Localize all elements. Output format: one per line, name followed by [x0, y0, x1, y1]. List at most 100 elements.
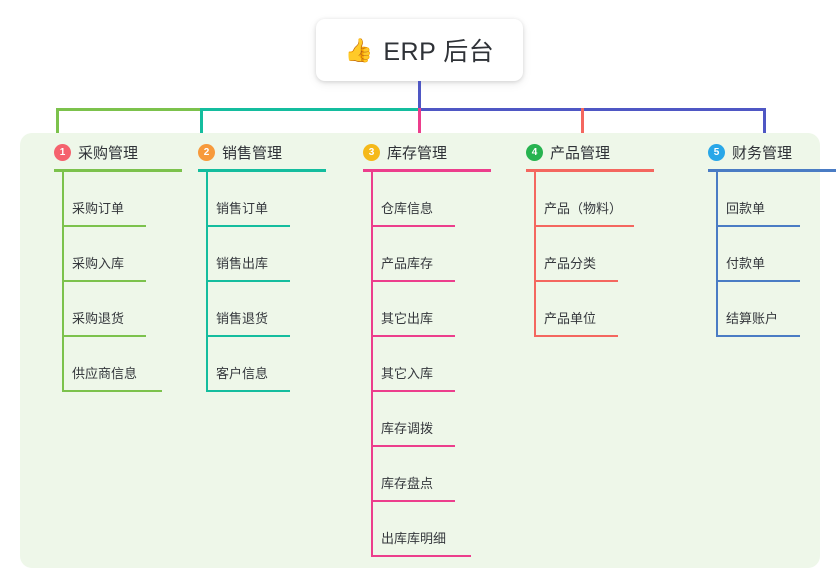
module-item-label: 产品（物料）: [544, 201, 623, 216]
module-item[interactable]: 库存调拨: [345, 392, 505, 447]
module-item-list: 仓库信息产品库存其它出库其它入库库存调拨库存盘点出库库明细: [345, 172, 505, 557]
module-item-label: 其它出库: [381, 311, 434, 326]
module-item[interactable]: 回款单: [690, 172, 839, 227]
module-item[interactable]: 其它入库: [345, 337, 505, 392]
module-item-rule: [62, 225, 146, 227]
module-item-rule: [534, 225, 634, 227]
module-index-badge: 2: [198, 144, 215, 161]
module-spine: [534, 172, 536, 337]
module-item-rule: [371, 225, 455, 227]
module-item-label: 库存盘点: [381, 476, 434, 491]
module-title: 产品管理: [550, 145, 611, 162]
module-title: 财务管理: [732, 145, 793, 162]
module-item-label: 采购入库: [72, 256, 125, 271]
module-item[interactable]: 产品分类: [508, 227, 668, 282]
module-item-list: 销售订单销售出库销售退货客户信息: [180, 172, 340, 392]
module-item[interactable]: 销售订单: [180, 172, 340, 227]
module-item-rule: [206, 280, 290, 282]
module-header[interactable]: 5 财务管理: [690, 133, 839, 172]
module-item-rule: [716, 335, 800, 337]
module-item-rule: [371, 390, 455, 392]
module-item[interactable]: 出库库明细: [345, 502, 505, 557]
module-item-label: 采购退货: [72, 311, 125, 326]
module-item-label: 销售订单: [216, 201, 269, 216]
module-item-rule: [716, 280, 800, 282]
connector-drop-3: [418, 108, 421, 138]
connector-bus-green: [56, 108, 202, 111]
module-item-label: 其它入库: [381, 366, 434, 381]
module-index-badge: 1: [54, 144, 71, 161]
module-spine: [206, 172, 208, 392]
module-item[interactable]: 付款单: [690, 227, 839, 282]
module-item[interactable]: 销售退货: [180, 282, 340, 337]
page-title: ERP 后台: [383, 38, 495, 66]
module-item-rule: [716, 225, 800, 227]
module-item-list: 回款单付款单结算账户: [690, 172, 839, 337]
module-header-rule: [54, 169, 182, 172]
module-item-rule: [371, 555, 471, 557]
connector-bus-blue: [418, 108, 766, 111]
module-item[interactable]: 其它出库: [345, 282, 505, 337]
thumbs-up-icon: 👍: [344, 36, 374, 63]
module-item-rule: [371, 280, 455, 282]
module-index-badge: 4: [526, 144, 543, 161]
module-item-label: 产品库存: [381, 256, 434, 271]
module-title: 销售管理: [222, 145, 283, 162]
module-header[interactable]: 2 销售管理: [180, 133, 340, 172]
module-item-rule: [206, 390, 290, 392]
module-item[interactable]: 采购入库: [36, 227, 196, 282]
module-item[interactable]: 产品（物料）: [508, 172, 668, 227]
module-header-rule: [198, 169, 326, 172]
module-item[interactable]: 库存盘点: [345, 447, 505, 502]
module-item-rule: [62, 390, 162, 392]
module-item[interactable]: 结算账户: [690, 282, 839, 337]
connector-drop-2: [200, 108, 203, 138]
module-item-rule: [371, 335, 455, 337]
module-item[interactable]: 产品库存: [345, 227, 505, 282]
module-item-rule: [62, 335, 146, 337]
module-item[interactable]: 产品单位: [508, 282, 668, 337]
module-item[interactable]: 采购退货: [36, 282, 196, 337]
module-item-label: 销售出库: [216, 256, 269, 271]
module-item-list: 采购订单采购入库采购退货供应商信息: [36, 172, 196, 392]
module-item-list: 产品（物料） 产品分类产品单位: [508, 172, 668, 337]
module-item-label: 结算账户: [726, 311, 779, 326]
module-item-rule: [206, 335, 290, 337]
connector-bus-teal: [200, 108, 420, 111]
connector-drop-5: [763, 108, 766, 138]
module-column: 2 销售管理销售订单销售出库销售退货客户信息: [180, 133, 340, 392]
module-item-label: 销售退货: [216, 311, 269, 326]
module-item-label: 供应商信息: [72, 366, 138, 381]
module-item[interactable]: 销售出库: [180, 227, 340, 282]
module-column: 5 财务管理回款单付款单结算账户: [690, 133, 839, 337]
module-item[interactable]: 供应商信息: [36, 337, 196, 392]
root-node-card[interactable]: 👍 ERP 后台: [316, 19, 523, 81]
root-connector-stem: [418, 81, 421, 110]
module-item-label: 回款单: [726, 201, 766, 216]
root-node-content: 👍 ERP 后台: [345, 32, 495, 68]
module-item[interactable]: 客户信息: [180, 337, 340, 392]
module-item-rule: [371, 445, 455, 447]
connector-drop-1: [56, 108, 59, 138]
module-spine: [371, 172, 373, 557]
module-item-rule: [371, 500, 455, 502]
module-item-rule: [534, 280, 618, 282]
module-header[interactable]: 4 产品管理: [508, 133, 668, 172]
connector-drop-4: [581, 108, 584, 138]
module-title: 库存管理: [387, 145, 448, 162]
module-item-label: 产品单位: [544, 311, 597, 326]
module-header-rule: [708, 169, 836, 172]
module-spine: [716, 172, 718, 337]
module-item-label: 客户信息: [216, 366, 269, 381]
module-index-badge: 5: [708, 144, 725, 161]
module-item-label: 产品分类: [544, 256, 597, 271]
module-item[interactable]: 采购订单: [36, 172, 196, 227]
module-item[interactable]: 仓库信息: [345, 172, 505, 227]
module-item-rule: [534, 335, 618, 337]
module-header-rule: [526, 169, 654, 172]
